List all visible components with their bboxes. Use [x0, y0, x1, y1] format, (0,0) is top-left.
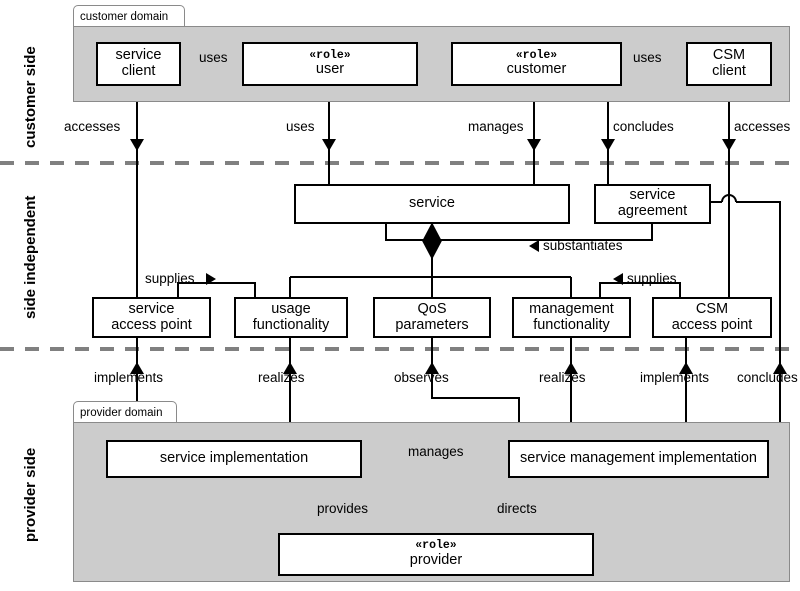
- node-service-agreement[interactable]: service agreement: [594, 184, 711, 224]
- node-line1: user: [315, 61, 345, 78]
- node-csm-client[interactable]: CSM client: [686, 42, 772, 86]
- node-line2: functionality: [533, 316, 610, 333]
- band-label-text: provider side: [22, 447, 39, 542]
- edge-label-accesses-client-sap: accesses: [64, 119, 120, 134]
- edge-label-concludes-agreement: concludes: [737, 370, 798, 385]
- stereotype-label: «role»: [415, 539, 457, 553]
- node-line1: CSM: [712, 47, 746, 64]
- node-line2: access point: [671, 316, 753, 333]
- band-label-text: customer side: [22, 46, 39, 148]
- node-line1: service: [629, 187, 676, 204]
- node-customer[interactable]: «role» customer: [451, 42, 622, 86]
- band-label-side-independent: side independent: [22, 196, 39, 319]
- stereotype-label: «role»: [515, 48, 558, 62]
- node-line1: service: [128, 300, 175, 317]
- edge-label-accesses-csmclient-csmap: accesses: [734, 119, 790, 134]
- node-qos-parameters[interactable]: QoS parameters: [373, 297, 491, 338]
- edge-label-text: realizes: [258, 370, 305, 385]
- node-service-management-implementation[interactable]: service management implementation: [508, 440, 769, 478]
- node-usage-functionality[interactable]: usage functionality: [234, 297, 348, 338]
- provider-domain-label: provider domain: [80, 407, 163, 419]
- node-line1: service implementation: [159, 450, 309, 467]
- node-management-functionality[interactable]: management functionality: [512, 297, 631, 338]
- edge-label-text: uses: [199, 50, 228, 65]
- edge-label-text: uses: [286, 119, 315, 134]
- node-line1: CSM: [695, 300, 729, 317]
- node-service-access-point[interactable]: service access point: [92, 297, 211, 338]
- edge-label-supplies-csmap: supplies: [627, 271, 677, 286]
- aggregation-diamond: [422, 222, 442, 260]
- edge-label-manages-impl: manages: [407, 444, 465, 459]
- customer-domain-panel: [73, 26, 790, 102]
- edge-label-uses-client-user: uses: [198, 50, 229, 65]
- edge-label-text: concludes: [737, 370, 798, 385]
- edge-label-manages-customer-service: manages: [468, 119, 524, 134]
- band-label-text: side independent: [22, 195, 39, 319]
- edge-label-implements-csmap: implements: [640, 370, 709, 385]
- edge-label-observes-qos: observes: [394, 370, 449, 385]
- edge-label-text: implements: [94, 370, 164, 385]
- edge-label-text: provides: [317, 501, 369, 516]
- node-provider[interactable]: «role» provider: [278, 533, 594, 576]
- customer-domain-tab: customer domain: [73, 5, 185, 27]
- band-label-customer-side: customer side: [22, 46, 39, 148]
- stereotype-label: «role»: [309, 48, 351, 62]
- edge-label-text: realizes: [539, 370, 586, 385]
- edge-label-text: supplies: [627, 271, 677, 286]
- edge-label-text: directs: [497, 501, 537, 516]
- node-service-client[interactable]: service client: [96, 42, 181, 86]
- edge-label-implements-sap: implements: [94, 370, 163, 385]
- edge-label-supplies-sap: supplies: [145, 271, 195, 286]
- node-csm-access-point[interactable]: CSM access point: [652, 297, 772, 338]
- edge-label-text: accesses: [64, 119, 121, 134]
- node-line2: parameters: [395, 316, 469, 333]
- edge-label-text: manages: [468, 119, 524, 134]
- node-service[interactable]: service: [294, 184, 570, 224]
- edge-label-directs: directs: [496, 501, 538, 516]
- node-line2: client: [712, 63, 746, 79]
- node-line1: QoS: [417, 300, 447, 317]
- customer-domain-label: customer domain: [80, 11, 169, 23]
- node-line2: functionality: [252, 316, 330, 333]
- node-line1: provider: [409, 551, 463, 568]
- node-line1: service: [409, 195, 455, 212]
- edge-label-text: concludes: [613, 119, 674, 134]
- edge-label-uses-customer-csmclient: uses: [632, 50, 663, 65]
- edge-label-realizes-usage: realizes: [258, 370, 305, 385]
- edge-label-realizes-mgmt: realizes: [539, 370, 586, 385]
- node-line1: management: [529, 300, 614, 317]
- node-line1: customer: [506, 61, 567, 78]
- edge-label-text: substantiates: [543, 238, 623, 253]
- edge-label-provides: provides: [316, 501, 370, 516]
- node-line2: agreement: [617, 203, 688, 219]
- edge-label-uses-user-service: uses: [286, 119, 315, 134]
- node-line2: access point: [111, 316, 192, 333]
- node-line1: usage: [271, 300, 311, 317]
- edge-label-concludes-customer-agreement: concludes: [613, 119, 674, 134]
- edge-label-text: accesses: [734, 119, 791, 134]
- band-label-provider-side: provider side: [22, 448, 39, 542]
- node-service-implementation[interactable]: service implementation: [106, 440, 362, 478]
- node-user[interactable]: «role» user: [242, 42, 418, 86]
- node-line1: service: [115, 47, 162, 64]
- edge-label-text: uses: [633, 50, 662, 65]
- edge-label-text: supplies: [145, 271, 195, 286]
- edge-label-substantiates: substantiates: [543, 238, 623, 253]
- node-line2: client: [121, 63, 156, 79]
- node-line1: service management implementation: [520, 450, 757, 467]
- edge-label-text: observes: [394, 370, 449, 385]
- edge-label-text: manages: [408, 444, 464, 459]
- edge-label-text: implements: [640, 370, 710, 385]
- provider-domain-tab: provider domain: [73, 401, 177, 423]
